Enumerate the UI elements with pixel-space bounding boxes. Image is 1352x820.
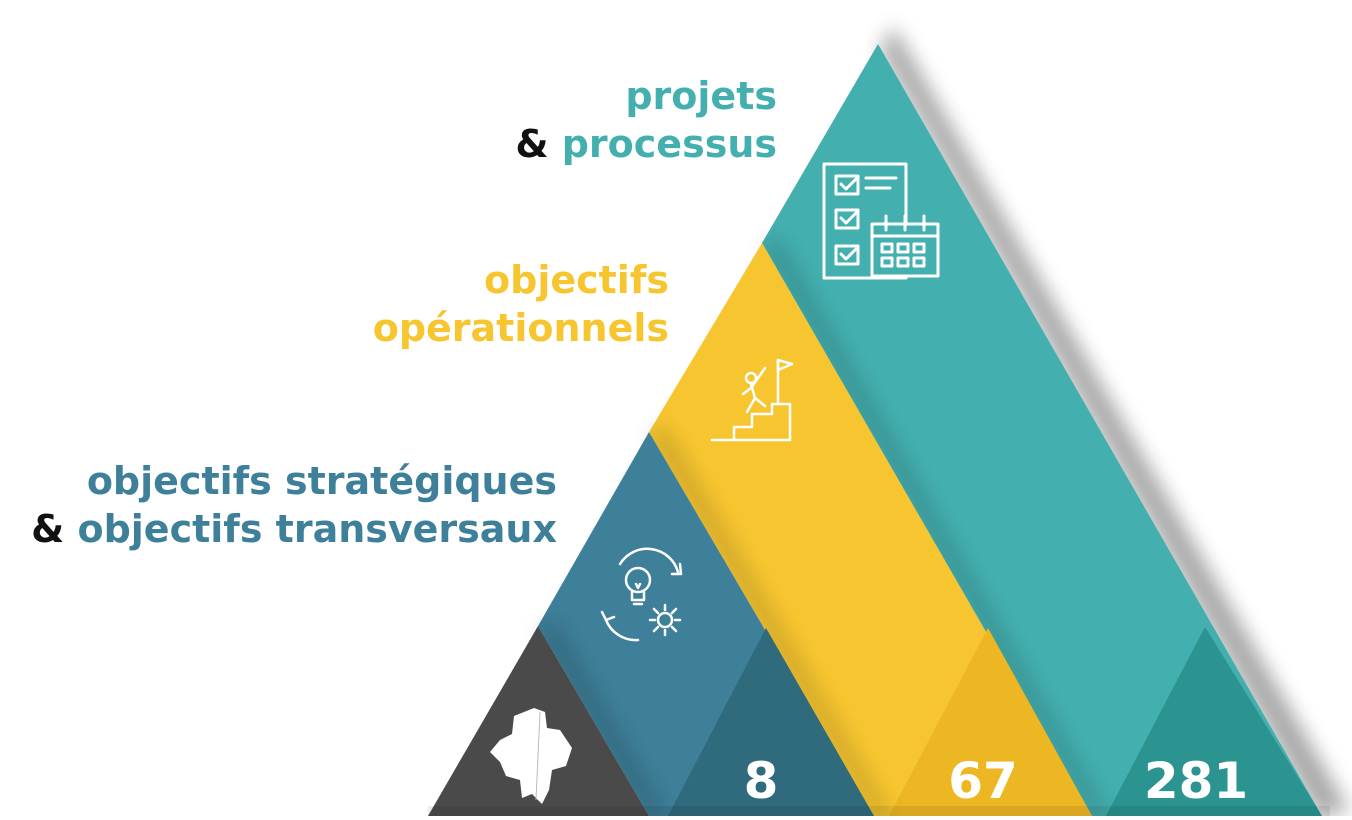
band-objectifs-strategiques-base	[668, 628, 874, 816]
label-processus: processus	[561, 122, 777, 166]
label-operationnels-line2: opérationnels	[372, 306, 669, 350]
label-transversaux: objectifs transversaux	[77, 507, 557, 551]
label-objectifs-operationnels: objectifs opérationnels	[373, 256, 669, 352]
ampersand: &	[31, 507, 65, 551]
ampersand: &	[515, 122, 549, 166]
label-projets-line2: & processus	[515, 120, 777, 168]
label-objectifs-strategiques-transversaux: objectifs stratégiques & objectifs trans…	[31, 457, 557, 553]
lightbulb-gear-cycle-icon	[600, 547, 683, 642]
band-shadow-3	[538, 623, 665, 816]
label-strategiques-line1: objectifs stratégiques	[86, 459, 557, 503]
count-objectifs-strategiques: 8	[744, 752, 779, 810]
climber-flag-icon	[710, 358, 794, 442]
label-operationnels-line1: objectifs	[484, 258, 669, 302]
count-projets-processus: 281	[1144, 752, 1248, 810]
region-map-icon	[490, 708, 572, 804]
label-projets-processus: projets & processus	[515, 72, 777, 168]
band-objectifs-operationnels-base	[889, 628, 1092, 816]
band-shadow-2	[649, 429, 890, 816]
label-projets-line1: projets	[625, 74, 777, 118]
band-projets-base	[1106, 627, 1322, 816]
band-shadow-1	[762, 240, 1108, 816]
checklist-calendar-icon	[822, 162, 940, 280]
count-objectifs-operationnels: 67	[948, 752, 1018, 810]
pyramid-shadow	[880, 26, 1350, 816]
label-transversaux-line2: & objectifs transversaux	[31, 505, 557, 553]
ground-shadow	[428, 806, 1330, 816]
